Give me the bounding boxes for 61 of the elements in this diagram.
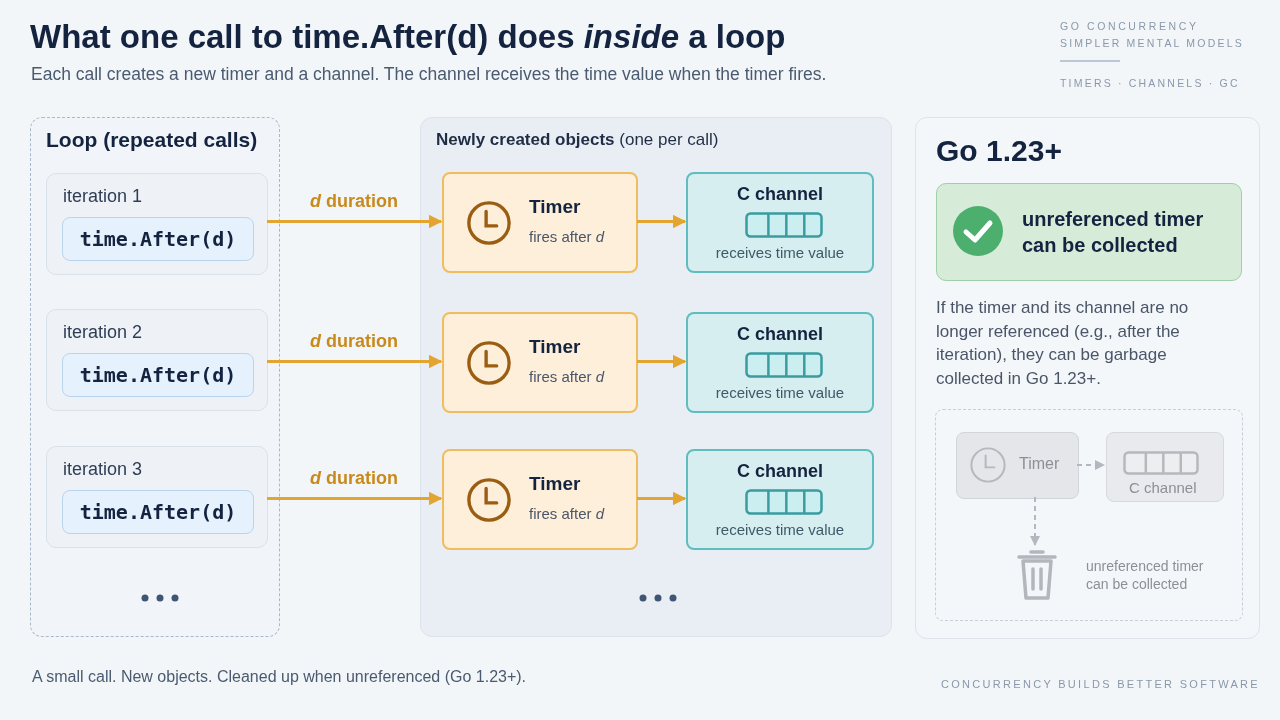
dashed-arrow (1030, 496, 1040, 546)
panel-heading: Loop (repeated calls) (46, 128, 258, 152)
note-text: unreferenced timer can be collected (1086, 557, 1205, 593)
channel-box (1106, 432, 1224, 502)
channel-box (686, 449, 874, 550)
arrow (267, 354, 443, 369)
code-box (62, 217, 254, 261)
status-text: unreferenced timer can be collected (1022, 207, 1205, 258)
objects-panel (420, 117, 892, 637)
iteration-label: iteration 1 (63, 186, 143, 207)
dashed-group (935, 409, 1243, 621)
timer-subtitle: fires after d (529, 505, 605, 522)
channel-subtitle: receives time value (714, 521, 846, 538)
header-tag: GO CONCURRENCY (1060, 20, 1199, 32)
code-box (62, 490, 254, 534)
subtitle: Each call creates a new timer and a channel. The channel receives the time value when the timer fires. (31, 64, 827, 85)
collected-box (936, 183, 1242, 281)
timer-box (442, 449, 638, 550)
iteration-card (46, 173, 268, 275)
timer-title: Timer (1019, 455, 1060, 473)
channel-box (686, 312, 874, 413)
panel-heading: Go 1.23+ (936, 134, 1062, 168)
iteration-label: iteration 3 (63, 459, 143, 480)
timer-box (442, 312, 638, 413)
iteration-label: iteration 2 (63, 322, 143, 343)
channel-subtitle: receives time value (714, 384, 846, 401)
arrow (267, 214, 443, 229)
timer-title: Timer (529, 196, 581, 218)
go-panel (915, 117, 1260, 639)
iteration-card (46, 309, 268, 411)
arrow (637, 214, 687, 229)
loop-panel (30, 117, 280, 637)
timer-title: Timer (529, 336, 581, 358)
header-tag: TIMERS · CHANNELS · GC (1060, 77, 1240, 89)
timer-box (442, 172, 638, 273)
timer-subtitle: fires after d (529, 228, 605, 245)
code-text: time.After(d) (78, 363, 238, 387)
panel-heading: Newly created objects (one per call) (436, 130, 719, 150)
channel-title: C channel (736, 184, 824, 205)
code-text: time.After(d) (78, 500, 238, 524)
arrow (637, 491, 687, 506)
timer-subtitle: fires after d (529, 368, 605, 385)
caption: A small call. New objects. Cleaned up when unreferenced (Go 1.23+). (32, 668, 527, 686)
code-box (62, 353, 254, 397)
title: What one call to time.After(d) does inside a loop (30, 18, 786, 56)
code-text: time.After(d) (78, 227, 238, 251)
footer-tag: CONCURRENCY BUILDS BETTER SOFTWARE (941, 678, 1260, 690)
channel-title: C channel (1129, 479, 1197, 496)
timer-title: Timer (529, 473, 581, 495)
arrow (637, 354, 687, 369)
header-tag: SIMPLER MENTAL MODELS (1060, 37, 1244, 49)
channel-box (686, 172, 874, 273)
channel-title: C channel (736, 461, 824, 482)
trash-can-icon (1015, 547, 1059, 602)
dashed-arrow (1076, 460, 1105, 470)
channel-title: C channel (736, 324, 824, 345)
explanation-text: If the timer and its channel are no longer referenced (e.g., after the iteration), they can be garbage collected in Go 1.23+. (936, 297, 1190, 390)
channel-subtitle: receives time value (714, 244, 846, 261)
arrow (267, 491, 443, 506)
iteration-card (46, 446, 268, 548)
timer-box (956, 432, 1079, 499)
